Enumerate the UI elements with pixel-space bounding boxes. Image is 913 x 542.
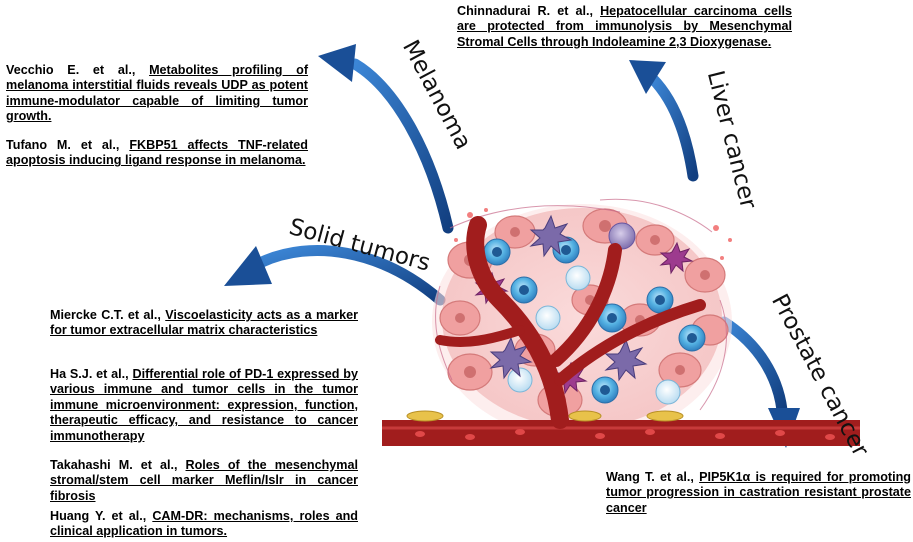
ref-vecchio: Vecchio E. et al., Metabolites profiling… bbox=[6, 63, 308, 125]
ref-title-link[interactable]: Viscoelasticity acts as a marker for tum… bbox=[50, 308, 358, 338]
ref-title-link[interactable]: Differential role of PD-1 expressed by v… bbox=[50, 367, 358, 443]
ref-authors: Tufano M. et al., bbox=[6, 138, 120, 152]
arrow-liver-cancer bbox=[629, 60, 699, 182]
ref-wang: Wang T. et al., PIP5K1α is required for … bbox=[606, 470, 911, 516]
ref-title-link[interactable]: Hepatocellular carcinoma cells are prote… bbox=[457, 4, 793, 49]
arrow-solid-tumors bbox=[224, 245, 446, 306]
ref-authors: Miercke C.T. et al., bbox=[50, 308, 161, 322]
ref-authors: Ha S.J. et al., bbox=[50, 367, 129, 381]
immune-cells bbox=[474, 214, 706, 405]
ref-authors: Vecchio E. et al., bbox=[6, 63, 136, 77]
ref-title-link[interactable]: CAM-DR: mechanisms, roles and clinical a… bbox=[50, 509, 358, 539]
ref-tufano: Tufano M. et al., FKBP51 affects TNF-rel… bbox=[6, 138, 308, 169]
ref-authors: Wang T. et al., bbox=[606, 470, 694, 484]
arrow-melanoma bbox=[318, 44, 454, 234]
ref-title-link[interactable]: Roles of the mesenchymal stromal/stem ce… bbox=[50, 458, 359, 503]
blood-vessel bbox=[382, 208, 860, 446]
ref-title-link[interactable]: PIP5K1α is required for promoting tumor … bbox=[606, 470, 911, 515]
ref-takahashi: Takahashi M. et al., Roles of the mesenc… bbox=[50, 458, 358, 504]
ref-huang: Huang Y. et al., CAM-DR: mechanisms, rol… bbox=[50, 509, 358, 540]
ref-title-link[interactable]: Metabolites profiling of melanoma inters… bbox=[6, 63, 309, 124]
ref-miercke: Miercke C.T. et al., Viscoelasticity act… bbox=[50, 308, 358, 339]
ref-chinnadurai: Chinnadurai R. et al., Hepatocellular ca… bbox=[457, 4, 792, 50]
ref-title-link[interactable]: FKBP51 affects TNF-related apoptosis ind… bbox=[6, 138, 309, 168]
ref-authors: Huang Y. et al., bbox=[50, 509, 147, 523]
ref-ha: Ha S.J. et al., Differential role of PD-… bbox=[50, 367, 358, 444]
ref-authors: Chinnadurai R. et al., bbox=[457, 4, 593, 18]
ref-authors: Takahashi M. et al., bbox=[50, 458, 178, 472]
